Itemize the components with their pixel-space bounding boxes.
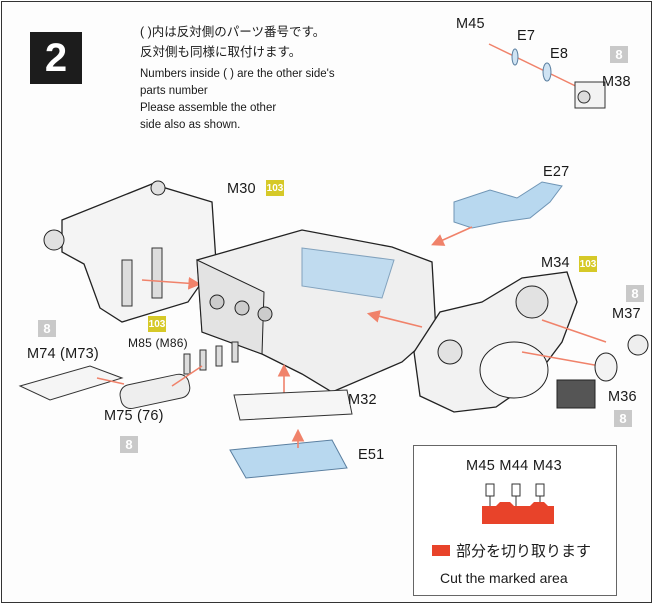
arrow-m34	[366, 310, 423, 328]
instruction-en-4: side also as shown.	[140, 119, 241, 131]
label-m36: M36	[608, 389, 637, 405]
runner-badge-103-m85: 103	[148, 316, 166, 332]
label-m85: M85 (M86)	[128, 336, 188, 350]
cut-legend: 部分を切り取ります	[432, 540, 591, 561]
step-number-badge: 2	[30, 32, 82, 84]
label-m34: M34	[541, 255, 570, 271]
cut-notice-box: M45 M44 M43 部分を切り取ります Cut the marked are…	[413, 445, 617, 596]
label-m37: M37	[612, 306, 641, 322]
engine-block	[196, 229, 437, 393]
cut-english-text: Cut the marked area	[440, 570, 568, 586]
label-e27: E27	[543, 164, 570, 180]
arrow-m30	[141, 276, 202, 290]
label-e51: E51	[358, 447, 385, 463]
runner-badge-8-m37: 8	[626, 285, 644, 302]
label-m30: M30	[227, 181, 256, 197]
instruction-en: Numbers inside ( ) are the other side's …	[140, 66, 335, 134]
m36-pulley	[594, 352, 618, 382]
runner-badge-8-m74: 8	[38, 320, 56, 337]
runner-badge-8-m75: 8	[120, 436, 138, 453]
label-m32: M32	[348, 392, 377, 408]
label-m45: M45	[456, 16, 485, 32]
cut-legend-text: 部分を切り取ります	[456, 543, 592, 560]
head-cover-part	[43, 180, 217, 323]
timing-cover-part	[413, 271, 578, 413]
water-pump-assembly	[488, 43, 606, 109]
instruction-en-3: Please assemble the other	[140, 102, 277, 114]
m32-plate	[233, 389, 353, 421]
m74-part	[18, 365, 124, 401]
label-m74: M74 (M73)	[27, 346, 99, 362]
arrow-e27	[431, 226, 473, 246]
runner-badge-103-m34: 103	[579, 256, 597, 272]
instruction-jp-2: 反対側も同様に取付けます。	[140, 45, 302, 59]
e27-clear-cover	[453, 181, 563, 229]
label-e8: E8	[550, 46, 569, 62]
runner-badge-8-m36: 8	[614, 410, 632, 427]
instruction-en-2: parts number	[140, 85, 208, 97]
m36-part	[556, 379, 596, 409]
m75-part	[119, 373, 191, 410]
m85-part	[183, 341, 239, 375]
instruction-jp-1: ( )内は反対側のパーツ番号です。	[140, 25, 326, 39]
e51-clear-plate	[229, 439, 348, 479]
label-e7: E7	[517, 28, 536, 44]
runner-badge-103-m30: 103	[266, 180, 284, 196]
step-instructions: ( )内は反対側のパーツ番号です。 反対側も同様に取付けます。 Numbers …	[140, 22, 335, 134]
instruction-en-1: Numbers inside ( ) are the other side's	[140, 68, 335, 80]
arrow-m74	[96, 377, 125, 385]
label-m38: M38	[602, 74, 631, 90]
arrow-m85	[171, 365, 203, 387]
cut-parts-label: M45 M44 M43	[466, 458, 562, 474]
arrow-m36	[521, 351, 601, 367]
cut-parts-diagram	[482, 483, 554, 524]
cut-mark-swatch	[432, 545, 450, 556]
arrow-m37	[541, 319, 607, 343]
label-m75: M75 (76)	[104, 408, 164, 424]
runner-badge-8-m38: 8	[610, 46, 628, 63]
m37-part	[627, 334, 649, 356]
